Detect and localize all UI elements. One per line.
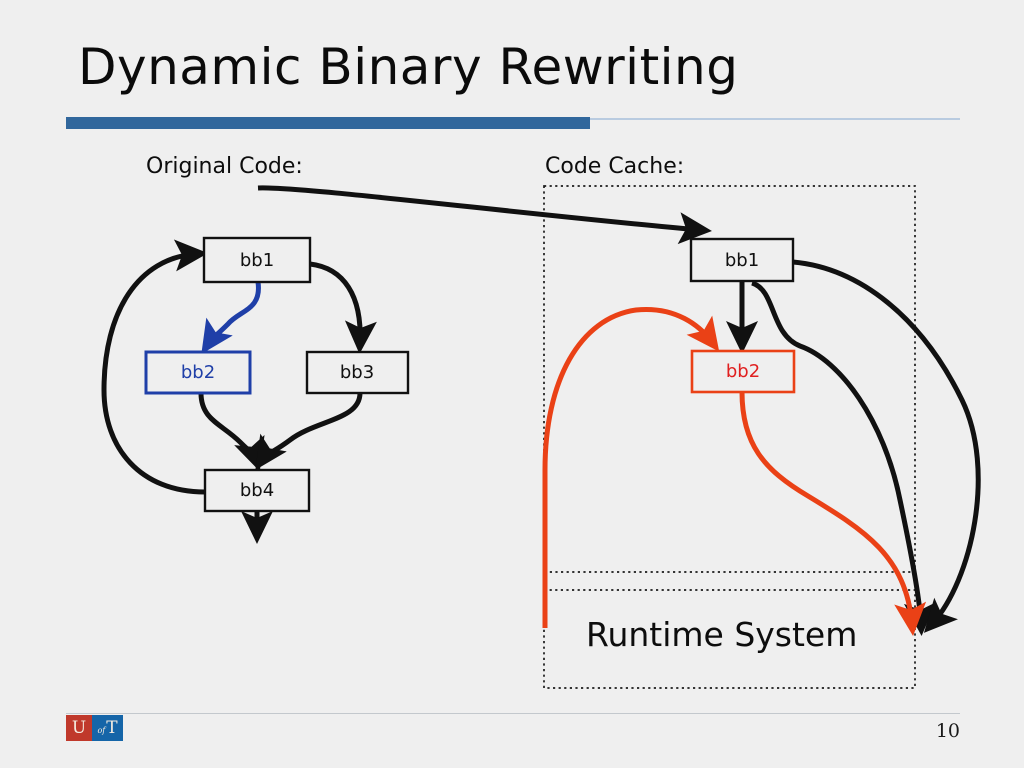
footer-divider — [66, 713, 960, 714]
node-cache-bb1[interactable]: bb1 — [689, 237, 795, 283]
logo-u: U — [66, 715, 92, 741]
original-code-label: Original Code: — [146, 154, 303, 179]
node-original-bb1[interactable]: bb1 — [202, 236, 312, 284]
edge-bb4-to-bb1 — [101, 239, 208, 495]
node-label: bb1 — [725, 250, 759, 271]
node-label: bb2 — [181, 362, 215, 383]
node-label: bb1 — [240, 250, 274, 271]
edge-runtime-to-cache-bb2 — [542, 306, 720, 628]
edge-original-to-cache — [257, 185, 712, 245]
page-title: Dynamic Binary Rewriting — [78, 38, 739, 96]
edge-cache-bb1-to-runtime-inner — [750, 280, 936, 636]
runtime-system-container — [543, 589, 916, 689]
edge-cache-bb1-to-runtime-outer — [792, 259, 981, 633]
edge-bb1-to-bb2 — [201, 281, 261, 354]
node-label: bb3 — [340, 362, 374, 383]
logo-of: of — [97, 725, 106, 735]
node-cache-bb2[interactable]: bb2 — [690, 349, 796, 394]
node-original-bb2[interactable]: bb2 — [144, 350, 252, 395]
code-cache-container — [543, 185, 916, 573]
node-label: bb4 — [240, 480, 274, 501]
page-number: 10 — [935, 720, 960, 742]
edge-cache-bb2-to-runtime — [739, 391, 927, 636]
edge-bb3-to-bb4 — [255, 392, 363, 470]
logo-t: T — [106, 718, 118, 738]
edge-bb1-to-bb3 — [309, 261, 377, 354]
node-original-bb3[interactable]: bb3 — [305, 350, 410, 395]
node-original-bb4[interactable]: bb4 — [203, 468, 311, 513]
node-label: bb2 — [726, 361, 760, 382]
title-accent-bar — [66, 117, 590, 129]
edge-bb2-to-bb4 — [198, 392, 265, 472]
runtime-system-label: Runtime System — [586, 615, 858, 654]
code-cache-label: Code Cache: — [545, 154, 685, 179]
